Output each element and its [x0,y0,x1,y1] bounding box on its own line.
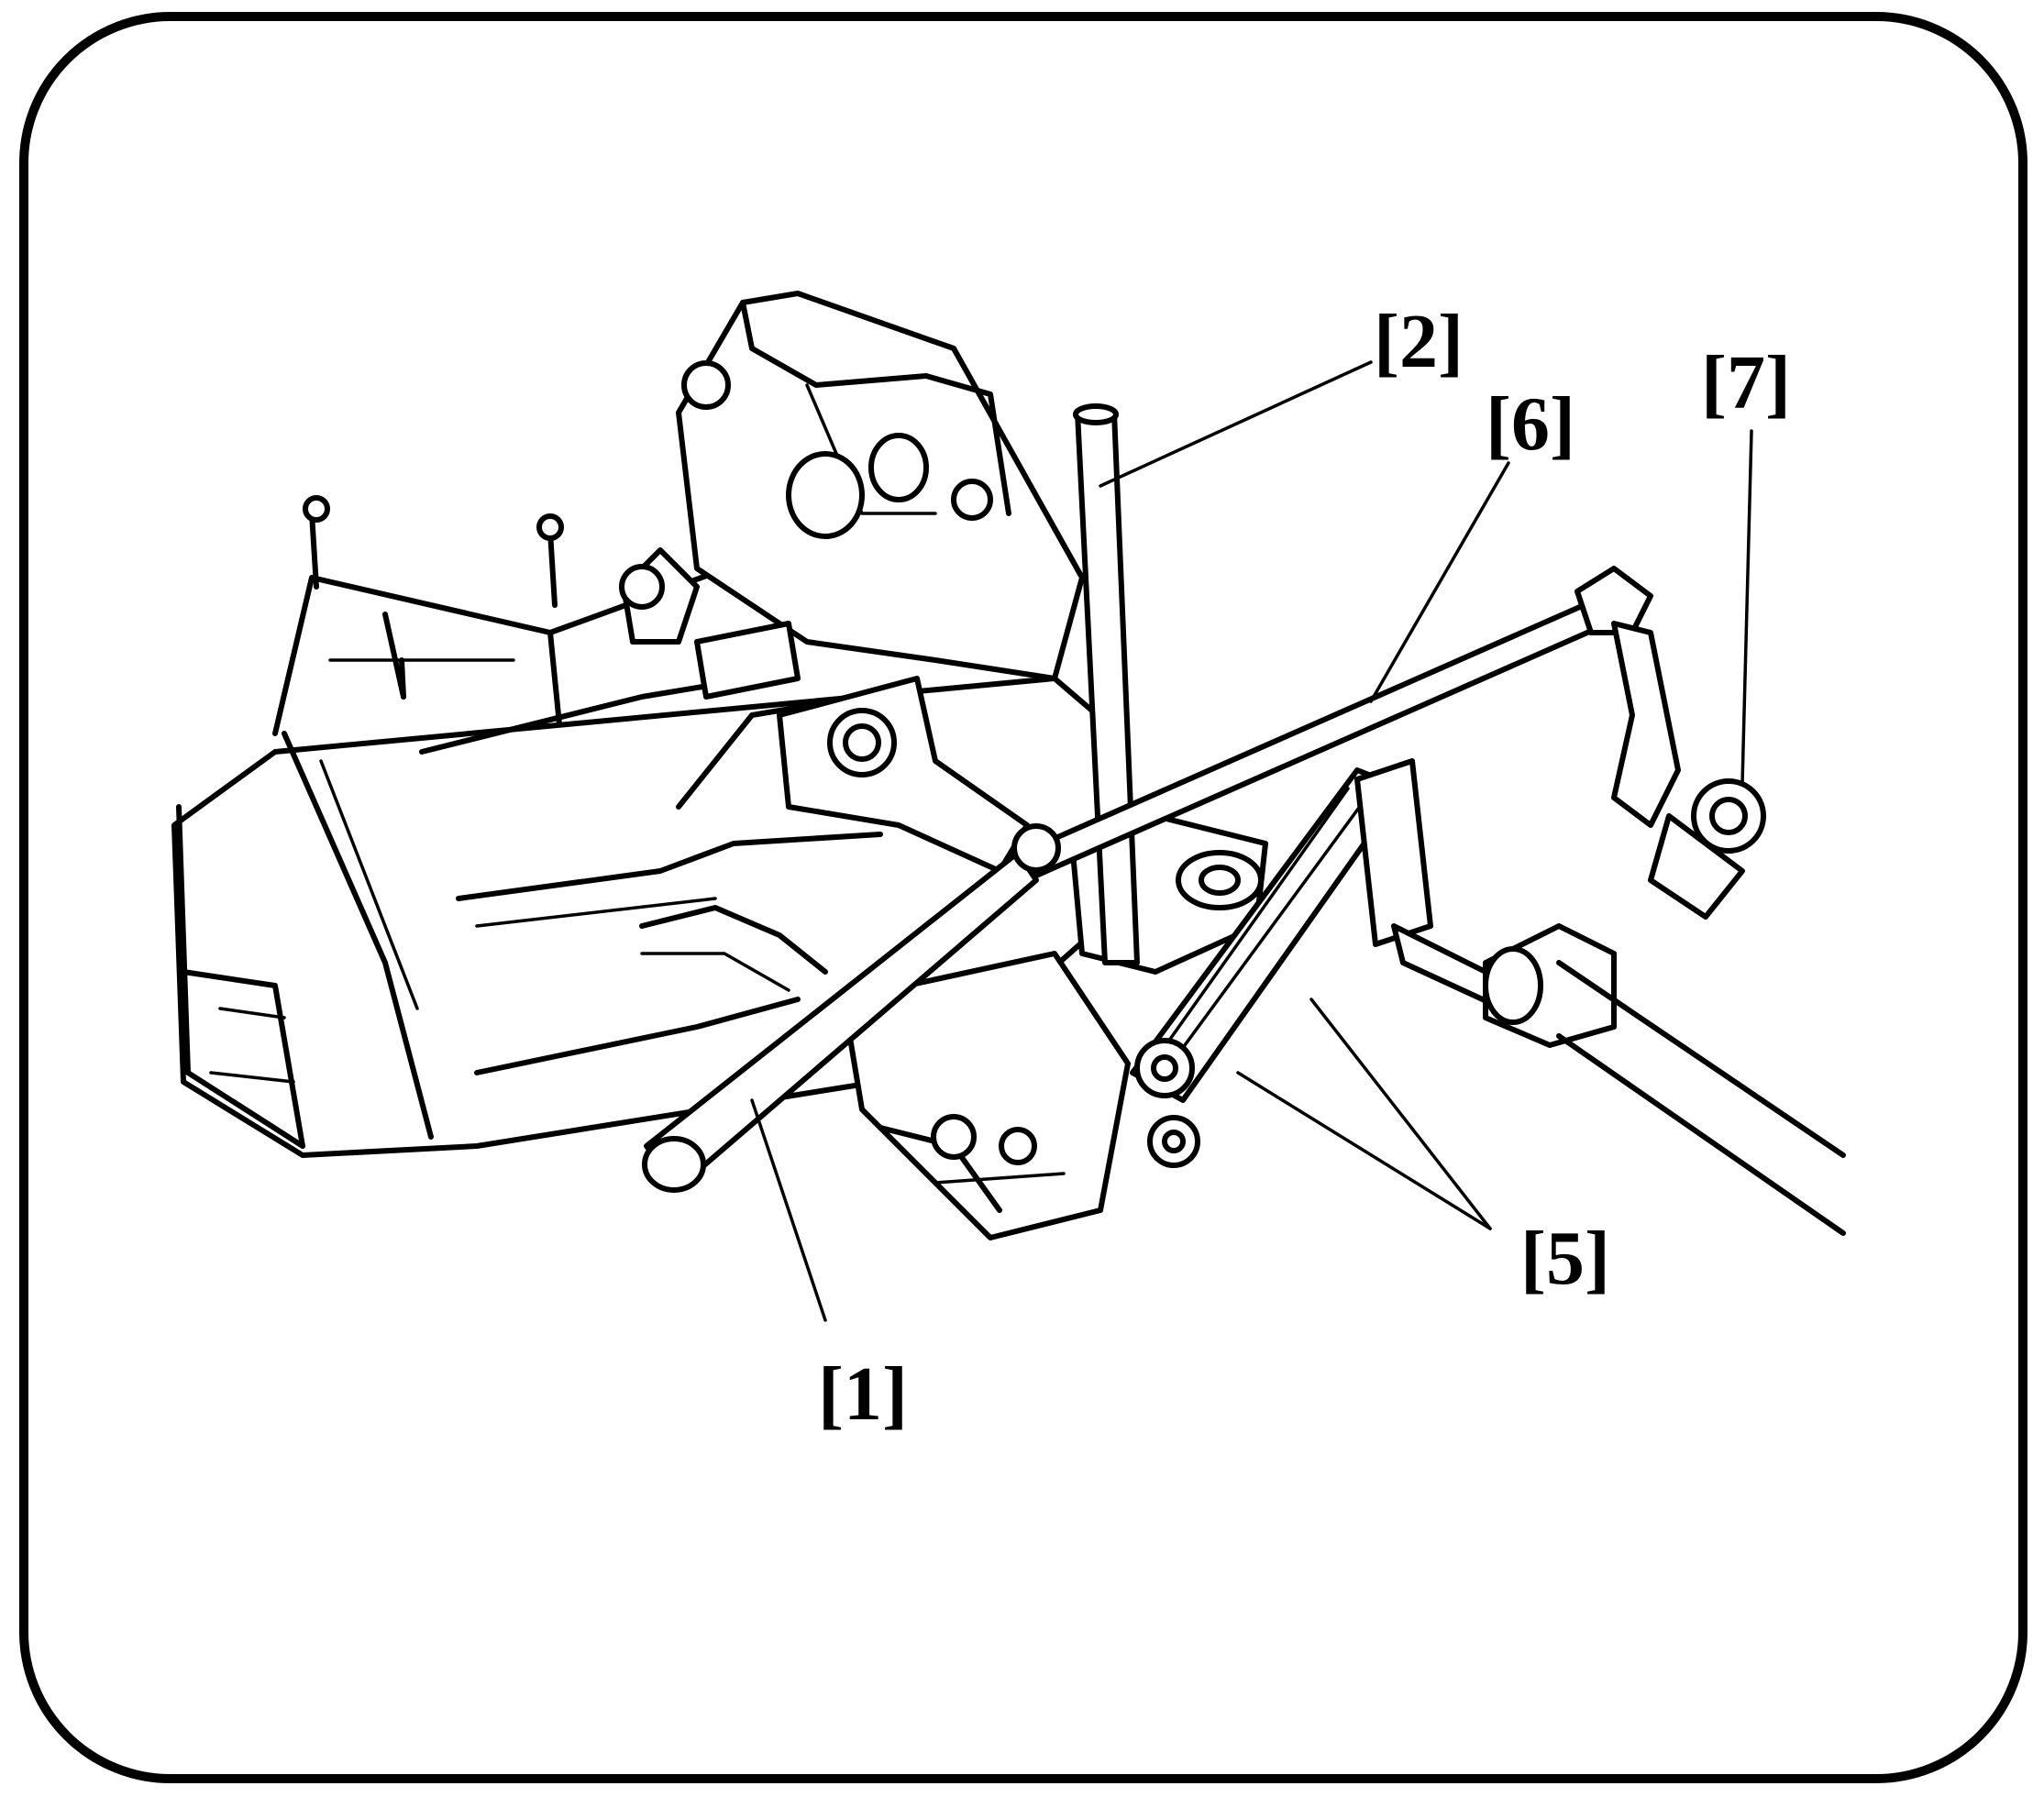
tie-rod [1011,566,1766,920]
leader-6 [1369,461,1510,703]
callout-1: [1] [818,1351,908,1437]
leader-7 [1740,429,1753,786]
leader-2 [1099,360,1373,488]
frame-border [19,12,2027,1783]
callout-7: [7] [1701,340,1791,425]
linkage-arms [1130,758,1433,1168]
shift-shaft [1391,923,1846,1236]
shift-rod [642,850,1039,1193]
leader-5b [1236,1071,1492,1230]
gearbox-housing [171,291,1268,1240]
callout-5: [5] [1520,1216,1610,1301]
leader-1 [750,1098,827,1322]
callout-2: [2] [1374,299,1464,384]
leader-5a [1309,998,1492,1230]
callout-6: [6] [1486,381,1575,467]
leader-lines [750,360,1753,1322]
